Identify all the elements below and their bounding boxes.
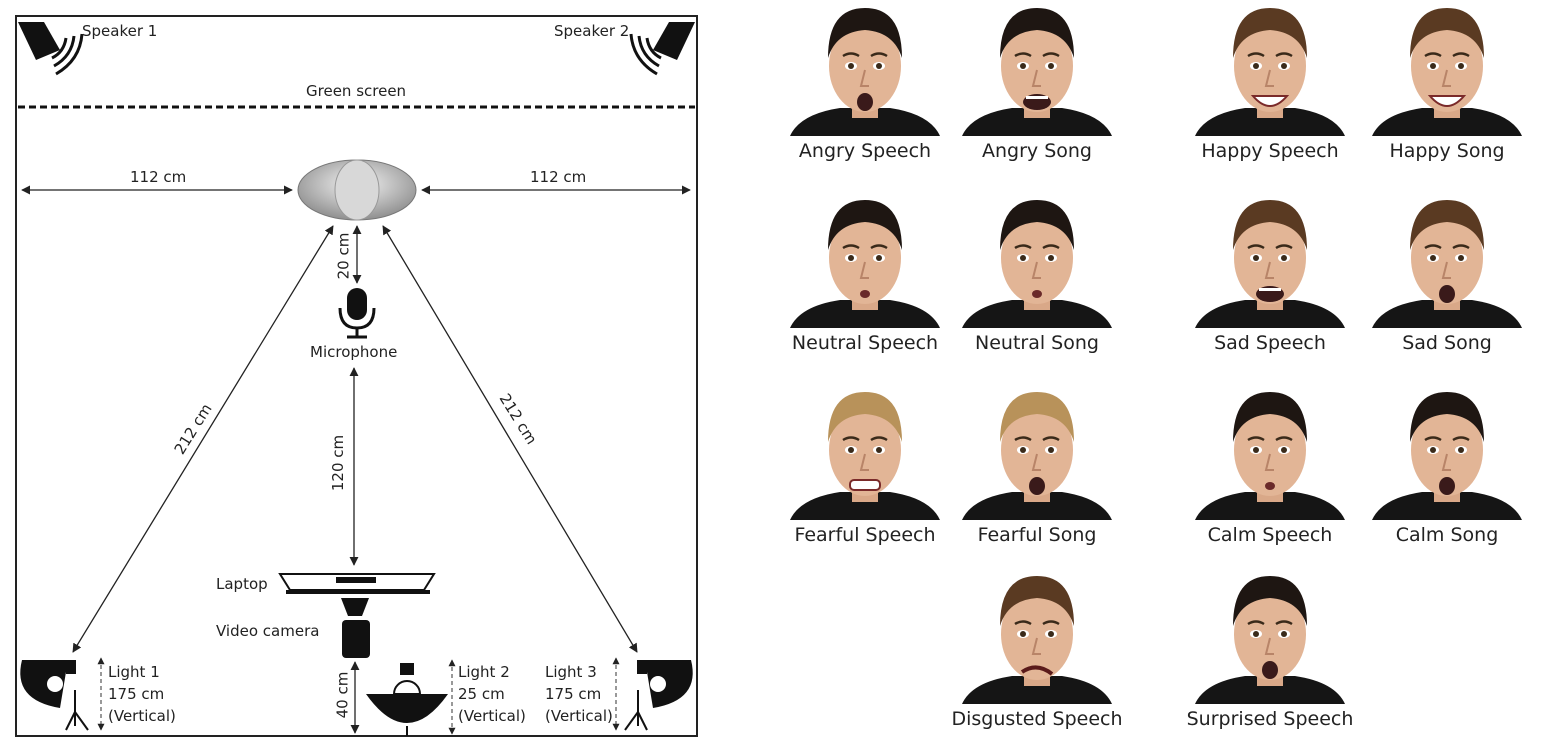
light-2-orientation: (Vertical) — [458, 707, 526, 725]
face-photo — [790, 8, 940, 136]
dist-left-label: 112 cm — [130, 168, 187, 186]
light-1-icon — [20, 660, 89, 731]
performer-head-icon — [297, 159, 417, 221]
light-1-height: 175 cm — [108, 685, 165, 703]
light-2-height: 25 cm — [458, 685, 505, 703]
microphone-label: Microphone — [310, 343, 398, 361]
face-photo — [1372, 200, 1522, 328]
face-photo — [1372, 8, 1522, 136]
dist-right-label: 112 cm — [530, 168, 587, 186]
face-caption: Surprised Speech — [1186, 708, 1354, 730]
face-cell: Angry Song — [952, 0, 1122, 180]
face-photo — [1372, 392, 1522, 520]
light-2-icon — [366, 663, 448, 736]
face-cell: Happy Speech — [1185, 0, 1355, 180]
room-border — [15, 15, 698, 737]
speaker-1-label: Speaker 1 — [82, 22, 158, 40]
video-camera-icon — [341, 598, 370, 658]
expression-grid: Angry Speech Angry Song Happy Speech Happy … — [780, 0, 1550, 752]
face-photo — [1195, 200, 1345, 328]
face-caption: Neutral Song — [975, 332, 1099, 354]
speaker-2-label: Speaker 2 — [554, 22, 630, 40]
face-cell: Neutral Speech — [780, 192, 950, 372]
face-caption: Angry Song — [982, 140, 1092, 162]
dist-light2-label: 40 cm — [333, 671, 352, 719]
face-cell: Angry Speech — [780, 0, 950, 180]
face-caption: Sad Speech — [1214, 332, 1326, 354]
face-photo — [962, 200, 1112, 328]
face-caption: Happy Speech — [1201, 140, 1339, 162]
face-photo — [962, 392, 1112, 520]
light-1-orientation: (Vertical) — [108, 707, 176, 725]
light-3-orientation: (Vertical) — [545, 707, 613, 725]
face-cell: Fearful Speech — [780, 384, 950, 564]
speaker-1-icon — [18, 22, 84, 76]
dist-camera-label: 120 cm — [329, 434, 348, 492]
laptop-label: Laptop — [216, 575, 268, 593]
studio-setup-diagram: Speaker 1 Speaker 2 Green screen 112 cm … — [0, 0, 720, 752]
face-caption: Happy Song — [1389, 140, 1505, 162]
face-cell: Fearful Song — [952, 384, 1122, 564]
dist-mic-label: 20 cm — [334, 232, 353, 280]
face-cell: Calm Song — [1362, 384, 1532, 564]
face-cell: Surprised Speech — [1185, 568, 1355, 748]
face-cell: Sad Song — [1362, 192, 1532, 372]
light-1-label: Light 1 — [108, 663, 160, 681]
face-caption: Angry Speech — [798, 140, 932, 162]
face-caption: Calm Speech — [1207, 524, 1333, 546]
face-cell: Happy Song — [1362, 0, 1532, 180]
video-camera-label: Video camera — [216, 622, 320, 640]
face-caption: Disgusted Speech — [951, 708, 1123, 730]
face-cell: Sad Speech — [1185, 192, 1355, 372]
face-caption: Fearful Song — [977, 524, 1097, 546]
face-photo — [1195, 8, 1345, 136]
face-photo — [1195, 392, 1345, 520]
face-photo — [790, 392, 940, 520]
face-caption: Neutral Speech — [791, 332, 939, 354]
light-2-label: Light 2 — [458, 663, 510, 681]
face-caption: Fearful Speech — [794, 524, 936, 546]
microphone-icon — [338, 288, 376, 339]
face-cell: Neutral Song — [952, 192, 1122, 372]
diag-left-arrow — [72, 225, 334, 653]
speaker-2-icon — [629, 22, 695, 76]
face-photo — [962, 8, 1112, 136]
setup-drawing — [15, 15, 698, 737]
face-photo — [790, 200, 940, 328]
green-screen-label: Green screen — [306, 82, 407, 100]
face-photo — [1195, 576, 1345, 704]
light-3-height: 175 cm — [545, 685, 602, 703]
light-3-label: Light 3 — [545, 663, 597, 681]
face-photo — [962, 576, 1112, 704]
light-3-icon — [624, 660, 693, 731]
face-caption: Calm Song — [1395, 524, 1499, 546]
face-cell: Disgusted Speech — [951, 568, 1123, 748]
face-caption: Sad Song — [1402, 332, 1492, 354]
laptop-icon — [278, 573, 436, 594]
face-cell: Calm Speech — [1185, 384, 1355, 564]
diag-right-arrow — [382, 225, 638, 653]
